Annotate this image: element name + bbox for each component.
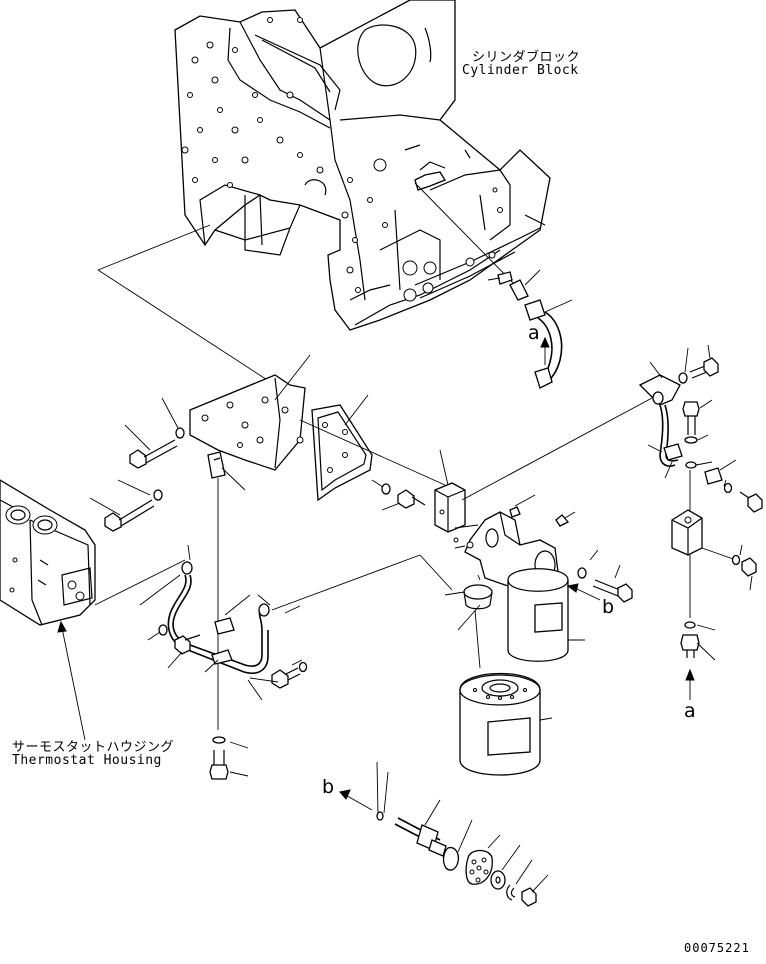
thermostat-housing-label-en: Thermostat Housing bbox=[12, 753, 162, 768]
reference-b-bottom: b bbox=[322, 776, 335, 798]
reference-a-right: a bbox=[684, 700, 696, 722]
bolt-top-right bbox=[678, 357, 719, 384]
thermostat-housing-label-jp: サーモスタットハウジング bbox=[12, 740, 175, 755]
cylinder-block bbox=[174, 0, 551, 331]
reference-b-right: b bbox=[602, 596, 615, 618]
bolt-vertical-left bbox=[209, 736, 229, 780]
washers-lower-left bbox=[158, 624, 201, 655]
nut bbox=[521, 887, 537, 907]
bolt-lower-left bbox=[104, 489, 163, 532]
bolt-tube-right bbox=[271, 661, 308, 689]
snap-ring bbox=[506, 884, 516, 901]
bolt-right-side bbox=[723, 482, 763, 513]
bolt-spacer-right bbox=[731, 554, 757, 577]
filter-nipple bbox=[463, 584, 493, 610]
clip-right bbox=[704, 467, 723, 485]
connector-fitting-upper bbox=[497, 271, 563, 389]
drawing-number: 00075221 bbox=[684, 941, 750, 955]
bolt-vertical-right bbox=[682, 401, 700, 469]
valve-gasket bbox=[442, 846, 460, 871]
bolt-spacer bbox=[381, 483, 426, 509]
bolt-filter-head bbox=[577, 567, 633, 603]
spacer-block bbox=[434, 482, 466, 533]
mounting-bracket bbox=[189, 374, 306, 471]
relief-valve bbox=[394, 817, 447, 857]
spacer-block-right bbox=[671, 509, 703, 556]
reference-a-top: a bbox=[528, 322, 540, 344]
gasket-plate bbox=[311, 404, 373, 502]
cylinder-block-label-en: Cylinder Block bbox=[462, 63, 579, 78]
filter-installed bbox=[507, 568, 569, 662]
bolt-upper-left bbox=[129, 427, 185, 469]
tube-clip-lower bbox=[211, 649, 233, 665]
right-bracket-pipe bbox=[638, 374, 683, 467]
thermostat-housing bbox=[0, 479, 96, 626]
tube-clip-upper bbox=[214, 617, 235, 635]
valve-washer bbox=[490, 870, 506, 890]
clamp-clip bbox=[207, 451, 226, 479]
oil-filter-cartridge bbox=[459, 672, 541, 776]
valve-plate bbox=[465, 849, 493, 885]
cylinder-block-label-jp: シリンダブロック bbox=[472, 50, 581, 65]
water-tube-lower bbox=[167, 561, 270, 674]
fitting-lower-right bbox=[680, 621, 700, 658]
